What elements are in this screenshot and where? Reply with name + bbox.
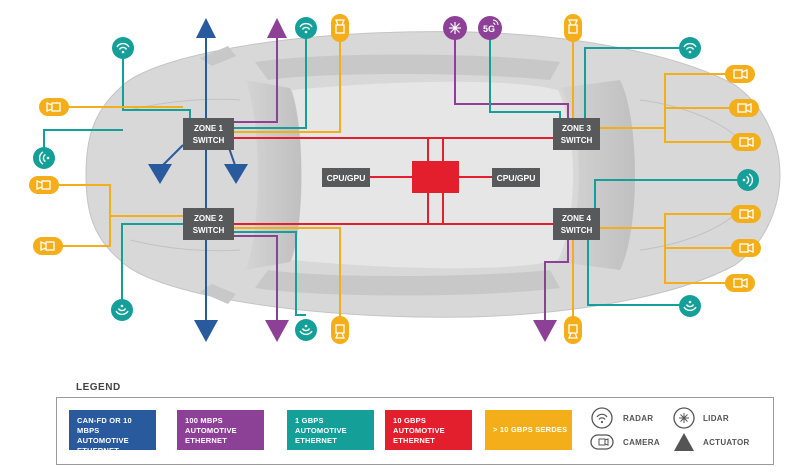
zone-4-switch: ZONE 4 SWITCH	[553, 208, 600, 240]
legend-item-text: AUTOMOTIVE	[77, 436, 129, 445]
switch-label: ZONE 3	[562, 124, 591, 133]
5g-icon: 5G	[478, 16, 502, 40]
radar-icon	[111, 299, 133, 321]
radar-icon	[591, 407, 613, 429]
legend-item-text: ETHERNET	[393, 436, 436, 445]
legend-item-text: 10 GBPS	[393, 416, 427, 425]
backbone-10gbps	[234, 137, 553, 225]
legend-item-text: CAN-FD OR 10 MBPS	[77, 416, 132, 435]
legend-item-text: ETHERNET	[77, 446, 120, 455]
camera-icon	[725, 65, 755, 83]
switch-label: CPU/GPU	[497, 173, 536, 183]
actuator-icon	[267, 18, 287, 38]
legend-symbols-right	[673, 407, 695, 451]
cpu-gpu-left: CPU/GPU	[322, 168, 370, 187]
camera-icon	[39, 98, 69, 116]
radar-icon	[679, 295, 701, 317]
radars	[33, 17, 759, 341]
radar-icon	[33, 147, 55, 169]
actuator-icon	[196, 18, 216, 38]
zone-3-switch: ZONE 3 SWITCH	[553, 118, 600, 150]
camera-icon	[33, 237, 63, 255]
cameras	[29, 14, 761, 344]
legend-item-text: 1 GBPS	[295, 416, 324, 425]
mbps100-links	[234, 36, 569, 322]
actuator-icon	[194, 320, 218, 342]
switch-label: SWITCH	[561, 226, 593, 235]
central-compute-unit	[412, 161, 459, 193]
actuator-icon	[265, 320, 289, 342]
radar-icon	[295, 17, 317, 39]
camera-icon	[331, 316, 349, 344]
switch-label: SWITCH	[193, 226, 225, 235]
legend-item-text: ETHERNET	[185, 436, 228, 445]
camera-icon	[725, 274, 755, 292]
switch-label: CPU/GPU	[327, 173, 366, 183]
switch-label: ZONE 2	[194, 214, 223, 223]
radar-icon	[679, 37, 701, 59]
legend-title: LEGEND	[76, 382, 121, 393]
lidar-icon	[673, 407, 695, 429]
cpu-gpu-right: CPU/GPU	[492, 168, 540, 187]
actuator-icon	[148, 164, 172, 184]
actuator-icon	[533, 320, 557, 342]
radar-icon	[112, 37, 134, 59]
legend-item-text: AUTOMOTIVE	[295, 426, 347, 435]
camera-icon	[29, 176, 59, 194]
switch-label: ZONE 4	[562, 214, 591, 223]
legend-item-text: AUTOMOTIVE	[185, 426, 237, 435]
actuator-icon	[674, 433, 694, 451]
legend-item-text: ETHERNET	[295, 436, 338, 445]
zone-2-switch: ZONE 2 SWITCH	[183, 208, 234, 240]
legend-item-text: 100 MBPS	[185, 416, 223, 425]
switch-label: ZONE 1	[194, 124, 223, 133]
gbps1-links	[43, 38, 748, 316]
switch-label: SWITCH	[193, 136, 225, 145]
camera-icon	[731, 239, 761, 257]
serdes-links	[54, 38, 740, 322]
legend-symbols-left	[590, 407, 614, 450]
actuators	[148, 18, 557, 342]
camera-icon	[564, 316, 582, 344]
legend-item-text: AUTOMOTIVE	[393, 426, 445, 435]
radar-icon	[295, 319, 317, 341]
switch-label: 5G	[483, 24, 495, 34]
camera-icon	[331, 14, 349, 42]
legend-radar-label: RADAR	[623, 414, 654, 423]
legend-item-serdes: > 10 GBPS SERDES	[485, 410, 572, 450]
actuator-icon	[224, 164, 248, 184]
lidar-icon	[443, 16, 467, 40]
radar-icon	[737, 169, 759, 191]
camera-icon	[564, 14, 582, 42]
camera-icon	[729, 99, 759, 117]
zone-1-switch: ZONE 1 SWITCH	[183, 118, 234, 150]
camera-icon	[731, 133, 761, 151]
legend-camera-label: CAMERA	[623, 438, 660, 447]
legend-lidar-label: LIDAR	[703, 414, 729, 423]
camera-icon	[731, 205, 761, 223]
camera-icon	[590, 434, 614, 450]
legend-actuator-label: ACTUATOR	[703, 438, 750, 447]
legend-item-text: > 10 GBPS SERDES	[493, 425, 568, 434]
switch-label: SWITCH	[561, 136, 593, 145]
